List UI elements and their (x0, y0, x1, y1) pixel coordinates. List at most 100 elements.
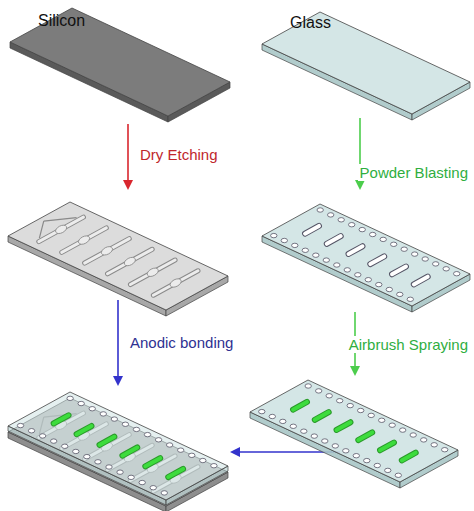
access-hole (334, 263, 340, 267)
bond-arrow (117, 300, 119, 384)
slot-outline (392, 267, 406, 275)
etch-arrow (127, 124, 129, 188)
access-hole (28, 429, 34, 433)
slot (349, 246, 363, 254)
access-hole (271, 233, 277, 237)
access-hole (358, 408, 364, 412)
slot (122, 447, 137, 455)
access-hole (401, 247, 407, 251)
access-hole (313, 253, 319, 257)
reaction-chamber (77, 234, 91, 246)
plate-top (262, 204, 470, 306)
etched-channel (130, 260, 175, 284)
access-hole (51, 439, 57, 443)
process-step-label: Powder Blasting (358, 164, 470, 181)
etched-channel (39, 217, 84, 241)
reaction-chamber (54, 223, 68, 235)
access-hole (305, 384, 311, 388)
access-hole (178, 448, 184, 452)
access-hole (150, 486, 156, 490)
access-hole (106, 465, 112, 469)
etched-channel (62, 228, 107, 252)
access-hole (353, 454, 359, 458)
slot-outline (145, 458, 160, 466)
slot-outline (100, 437, 115, 445)
plate-top (8, 392, 228, 500)
slot-outline (168, 469, 183, 477)
slot-outline (370, 256, 384, 264)
etched-channel (153, 271, 198, 295)
access-hole (355, 273, 361, 277)
slot-outline (414, 277, 428, 285)
access-hole (73, 449, 79, 453)
access-hole (370, 232, 376, 236)
access-hole (200, 458, 206, 462)
access-hole (328, 213, 334, 217)
access-hole (144, 432, 150, 436)
slot-outline (349, 246, 363, 254)
slot-outline (358, 432, 372, 440)
access-hole (39, 434, 45, 438)
access-hole (400, 428, 406, 432)
access-hole (344, 268, 350, 272)
plate-top (10, 8, 230, 116)
access-hole (292, 243, 298, 247)
access-hole (111, 417, 117, 421)
access-hole (311, 434, 317, 438)
access-hole (100, 412, 106, 416)
etched-channel (85, 239, 130, 263)
slot (327, 236, 341, 244)
wafer-plates (8, 8, 470, 511)
access-hole (376, 282, 382, 286)
access-hole (454, 272, 460, 276)
access-hole (421, 438, 427, 442)
access-hole (117, 470, 123, 474)
access-hole (259, 409, 265, 413)
reaction-chamber (169, 277, 183, 289)
slot-outline (315, 412, 329, 420)
slot-outline (77, 426, 92, 434)
etched-channel (62, 228, 107, 252)
access-hole (62, 444, 68, 448)
access-hole (338, 218, 344, 222)
plate-top (8, 202, 228, 310)
slot-outline (293, 402, 307, 410)
access-hole (133, 427, 139, 431)
access-hole (290, 424, 296, 428)
access-hole (166, 443, 172, 447)
etched-channel (130, 260, 175, 284)
slot (392, 267, 406, 275)
slot (305, 226, 319, 234)
plate-top (262, 12, 470, 114)
access-hole (386, 287, 392, 291)
access-hole (395, 473, 401, 477)
slot-outline (380, 443, 394, 451)
access-hole (364, 458, 370, 462)
access-hole (78, 401, 84, 405)
access-hole (139, 480, 145, 484)
access-hole (161, 491, 167, 495)
access-hole (323, 258, 329, 262)
access-hole (302, 248, 308, 252)
process-step-label: Dry Etching (138, 146, 220, 163)
access-hole (374, 463, 380, 467)
slot (100, 437, 115, 445)
slot (370, 256, 384, 264)
access-hole (442, 448, 448, 452)
access-hole (359, 227, 365, 231)
reaction-chamber (146, 266, 160, 278)
access-hole (397, 292, 403, 296)
access-hole (84, 454, 90, 458)
access-hole (410, 433, 416, 437)
access-hole (211, 464, 217, 468)
plate-top (250, 380, 458, 482)
access-hole (95, 460, 101, 464)
reaction-chamber (100, 245, 114, 257)
slot-outline (305, 226, 319, 234)
material-label: Silicon (36, 12, 87, 30)
access-hole (343, 449, 349, 453)
inlet-channel (39, 218, 76, 238)
slot (77, 426, 92, 434)
access-hole (317, 208, 323, 212)
